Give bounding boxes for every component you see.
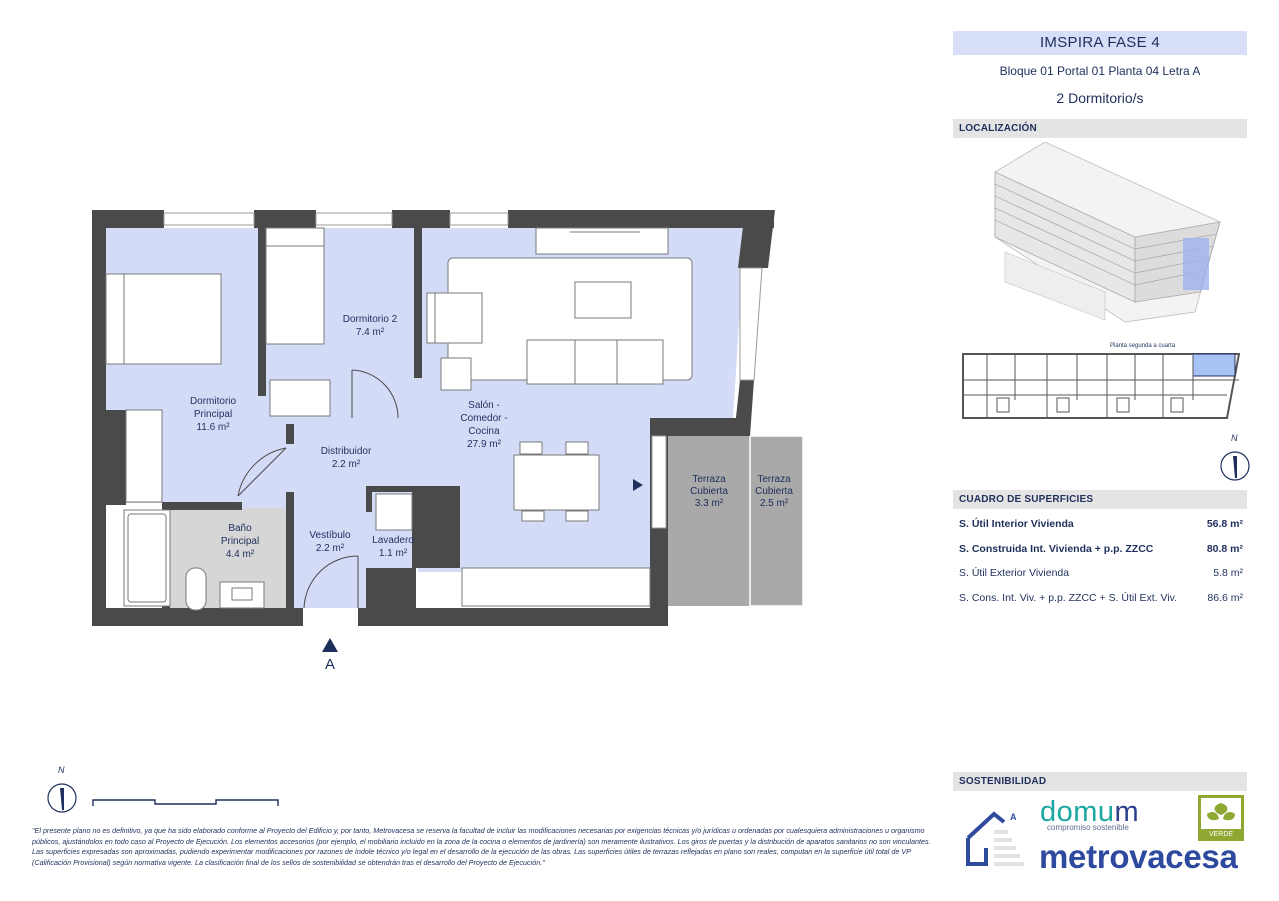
energy-rating-house-icon: A [966,811,1024,866]
domum-logo-suffix: m [1114,796,1140,828]
surface-row-util-exterior: S. Útil Exterior Vivienda 5.8 m² [959,567,1243,583]
bedroom-count: 2 Dormitorio/s [1056,90,1144,106]
verde-badge-icon [1198,795,1244,841]
surface-label: S. Útil Exterior Vivienda [959,567,1070,579]
doors [237,369,399,626]
building-3d-view [994,142,1221,323]
metrovacesa-logo: metrovacesa [1039,838,1238,875]
furniture [105,227,693,611]
verde-label: VERDE [1208,831,1234,838]
domum-logo-prefix: domu [1040,796,1115,828]
section-arrow-right-icon [633,479,643,491]
surface-value: 5.8 m² [1213,567,1243,579]
surface-row-construida: S. Construida Int. Vivienda + p.p. ZZCC … [959,543,1243,559]
surface-label: S. Útil Interior Vivienda [959,518,1074,530]
scale-bar [92,799,279,806]
surface-label: S. Construida Int. Vivienda + p.p. ZZCC [959,543,1154,555]
surface-value: 56.8 m² [1206,518,1243,530]
section-sostenibilidad: SOSTENIBILIDAD [953,772,1247,791]
compass-n-label-right: N [1231,433,1238,443]
section-superficies: CUADRO DE SUPERFICIES [953,490,1247,509]
level-caption: Planta segunda a cuarta [1110,343,1176,349]
compass-icon-right [1220,451,1250,481]
svg-text:A: A [1010,812,1017,822]
compass-icon [47,783,77,813]
level-plan-thumbnail [962,353,1241,419]
surface-value: 86.6 m² [1207,592,1243,604]
entrance-arrow-icon [322,638,338,652]
surface-label: S. Cons. Int. Viv. + p.p. ZZCC + S. Útil… [959,592,1178,604]
section-marker: A [325,656,335,673]
compass-n-label: N [58,765,65,775]
surface-row-total: S. Cons. Int. Viv. + p.p. ZZCC + S. Útil… [959,592,1243,608]
section-localizacion: LOCALIZACIÓN [953,119,1247,138]
project-title: IMSPIRA FASE 4 [953,31,1247,55]
room-fill-vestibulo [290,500,370,608]
room-fill-terrace-1 [668,436,750,606]
domum-logo: domum [1040,796,1139,829]
room-fill-terrace-2 [749,435,804,607]
walls [92,210,775,626]
windows [163,212,763,529]
surface-row-util-interior: S. Útil Interior Vivienda 56.8 m² [959,518,1243,534]
domum-tagline: compromiso sostenible [1047,823,1129,832]
unit-subtitle: Bloque 01 Portal 01 Planta 04 Letra A [999,64,1201,78]
legal-disclaimer: "El presente plano no es definitivo, ya … [32,826,931,867]
surface-value: 80.8 m² [1206,543,1243,555]
